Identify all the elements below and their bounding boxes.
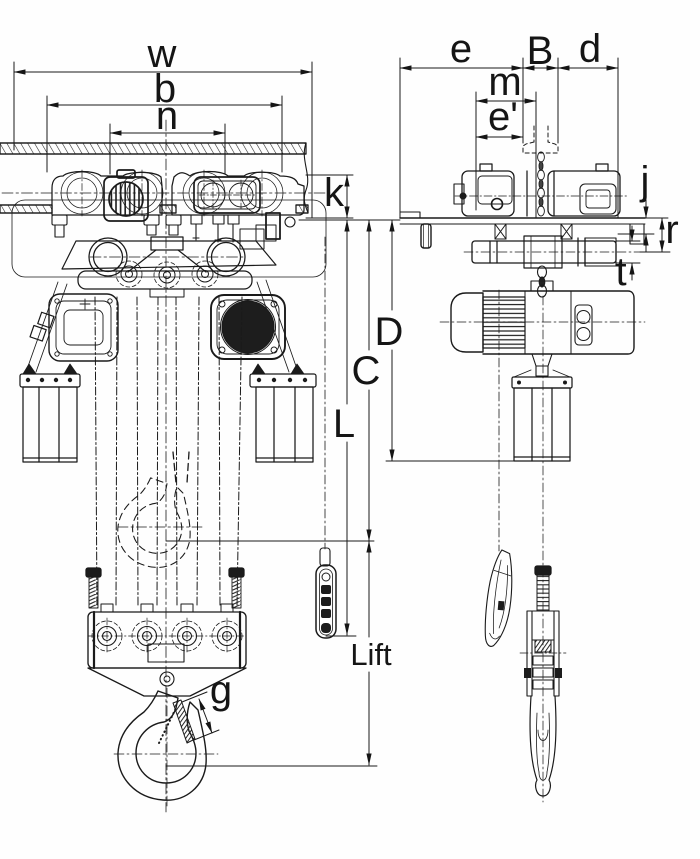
dim-g (181, 691, 220, 741)
label-b: b (154, 67, 176, 111)
label-e: e (450, 27, 472, 71)
dim-d (557, 57, 619, 219)
dim-n (109, 123, 226, 175)
trolley-gearbox-right (193, 176, 261, 214)
trolley-lugs (51, 212, 296, 250)
label-k: k (324, 171, 345, 215)
limit-rod-right (228, 567, 245, 609)
phantom-hook-front (117, 451, 204, 568)
dim-k (305, 174, 354, 219)
trolley-front (11, 169, 327, 290)
label-m: m (488, 60, 521, 104)
gear-housing (29, 293, 119, 362)
dimension-labels: w b n k L C Lift g e B d m e' j r t D (147, 27, 679, 712)
label-e-prime: e' (488, 95, 518, 139)
dim-Lift (165, 540, 378, 767)
label-t: t (615, 250, 626, 294)
hook-block-front (85, 567, 247, 697)
label-L: L (333, 402, 355, 446)
label-g: g (210, 668, 232, 712)
label-D: D (375, 310, 404, 354)
label-d: d (579, 27, 601, 71)
motor-front (210, 294, 286, 360)
hoist-body-side (439, 280, 646, 377)
dim-B (522, 57, 559, 144)
label-j: j (640, 159, 650, 203)
label-B: B (527, 29, 554, 73)
suspension-yoke (61, 236, 277, 290)
centerlines-front (1, 119, 331, 813)
trolley-gear-left (103, 169, 149, 222)
chain-falls (94, 296, 243, 608)
chain-containers-front (19, 363, 317, 463)
dim-t (615, 225, 641, 281)
label-C: C (352, 349, 381, 393)
chain-bucket-side (511, 369, 573, 462)
hoist-front (25, 279, 299, 373)
dim-w (13, 61, 313, 219)
label-w: w (147, 32, 177, 76)
dim-j (617, 199, 655, 253)
dim-b (46, 95, 283, 173)
beam-section-side (522, 125, 559, 154)
trolley-side (453, 163, 629, 217)
dim-C (165, 219, 375, 542)
dim-r (639, 217, 671, 253)
label-n: n (156, 94, 178, 138)
hook-block-side (519, 295, 567, 803)
hook-front (113, 687, 219, 809)
dim-m (475, 91, 537, 219)
phantom-hook-side (484, 289, 513, 647)
label-r: r (665, 208, 678, 252)
dim-L (325, 219, 357, 637)
crossbar-side (463, 235, 641, 269)
side-view (399, 125, 646, 803)
label-Lift: Lift (350, 637, 392, 672)
pendant-control (315, 236, 337, 639)
limit-rod-left (85, 567, 102, 609)
dimensions (13, 57, 671, 767)
front-view (0, 119, 337, 813)
dim-D (385, 219, 515, 462)
runway-beam-front (0, 142, 309, 214)
chain-top-side (537, 151, 545, 217)
suspension-side (399, 211, 646, 298)
